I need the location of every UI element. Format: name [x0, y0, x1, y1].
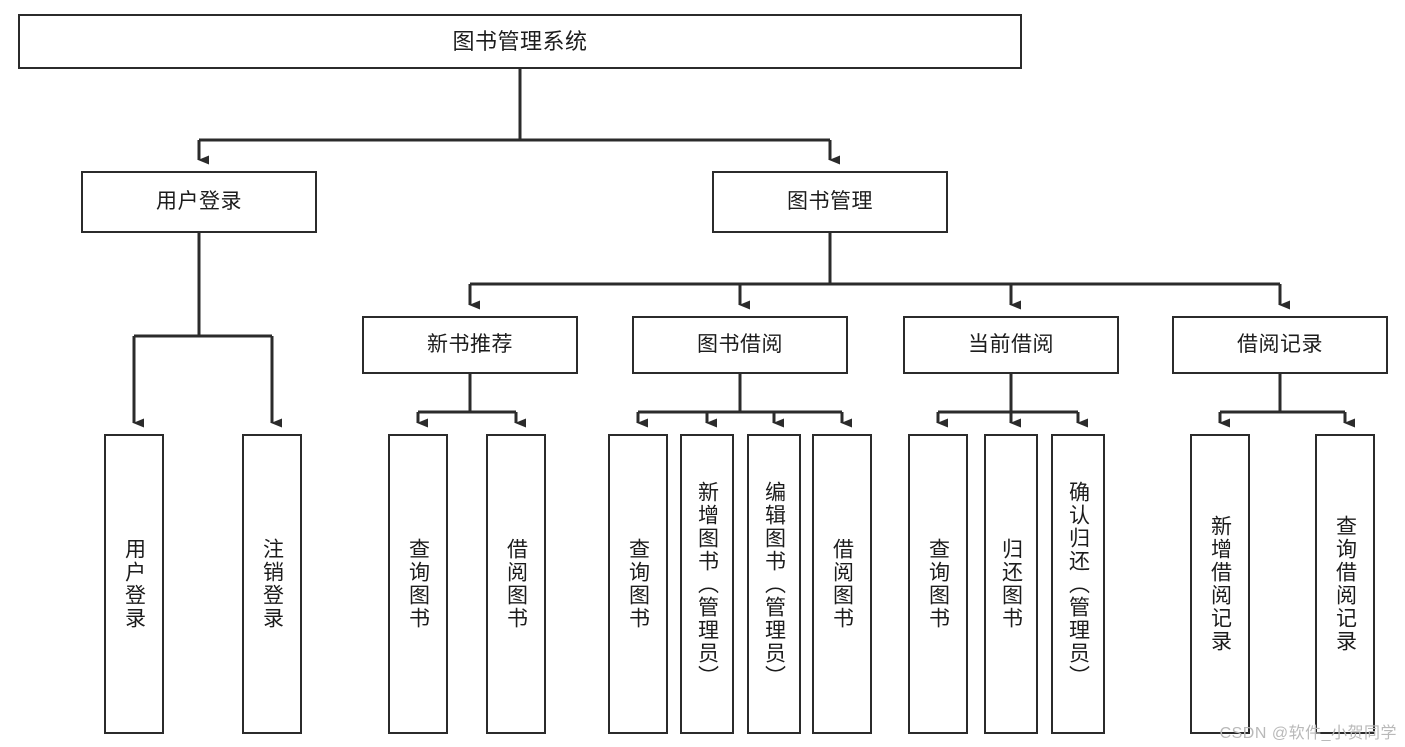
node-records[interactable]: 借阅记录 [1172, 316, 1388, 374]
node-login[interactable]: 用户登录 [81, 171, 317, 233]
node-bookmgmt[interactable]: 图书管理 [712, 171, 948, 233]
node-l3[interactable]: 查询图书 [388, 434, 448, 734]
node-l9[interactable]: 查询图书 [908, 434, 968, 734]
node-label: 查询图书 [406, 538, 430, 630]
node-l10[interactable]: 归还图书 [984, 434, 1038, 734]
node-l7[interactable]: 编辑图书（管理员） [747, 434, 801, 734]
node-label: 用户登录 [122, 538, 146, 630]
node-l8[interactable]: 借阅图书 [812, 434, 872, 734]
node-label: 图书借阅 [697, 332, 783, 356]
node-label: 查询图书 [626, 538, 650, 630]
node-label: 借阅记录 [1237, 332, 1323, 356]
node-label: 借阅图书 [830, 538, 854, 630]
node-l11[interactable]: 确认归还（管理员） [1051, 434, 1105, 734]
node-l13[interactable]: 查询借阅记录 [1315, 434, 1375, 734]
node-label: 图书管理 [787, 189, 873, 213]
node-label: 新书推荐 [427, 332, 513, 356]
node-label: 归还图书 [999, 538, 1023, 630]
watermark-text: CSDN @软件_小贺同学 [1219, 725, 1397, 742]
node-label: 当前借阅 [968, 332, 1054, 356]
node-label: 编辑图书（管理员） [762, 480, 786, 688]
node-label: 新增借阅记录 [1208, 515, 1232, 653]
node-newbook[interactable]: 新书推荐 [362, 316, 578, 374]
node-l1[interactable]: 用户登录 [104, 434, 164, 734]
node-l2[interactable]: 注销登录 [242, 434, 302, 734]
node-l12[interactable]: 新增借阅记录 [1190, 434, 1250, 734]
node-label: 查询借阅记录 [1333, 515, 1357, 653]
node-root[interactable]: 图书管理系统 [18, 14, 1022, 69]
node-label: 新增图书（管理员） [695, 480, 719, 688]
node-l5[interactable]: 查询图书 [608, 434, 668, 734]
node-label: 查询图书 [926, 538, 950, 630]
node-current[interactable]: 当前借阅 [903, 316, 1119, 374]
node-label: 图书管理系统 [452, 28, 588, 54]
node-label: 注销登录 [260, 538, 284, 630]
node-borrow[interactable]: 图书借阅 [632, 316, 848, 374]
node-label: 借阅图书 [504, 538, 528, 630]
node-label: 确认归还（管理员） [1066, 480, 1090, 688]
node-l6[interactable]: 新增图书（管理员） [680, 434, 734, 734]
node-l4[interactable]: 借阅图书 [486, 434, 546, 734]
node-label: 用户登录 [156, 189, 242, 213]
